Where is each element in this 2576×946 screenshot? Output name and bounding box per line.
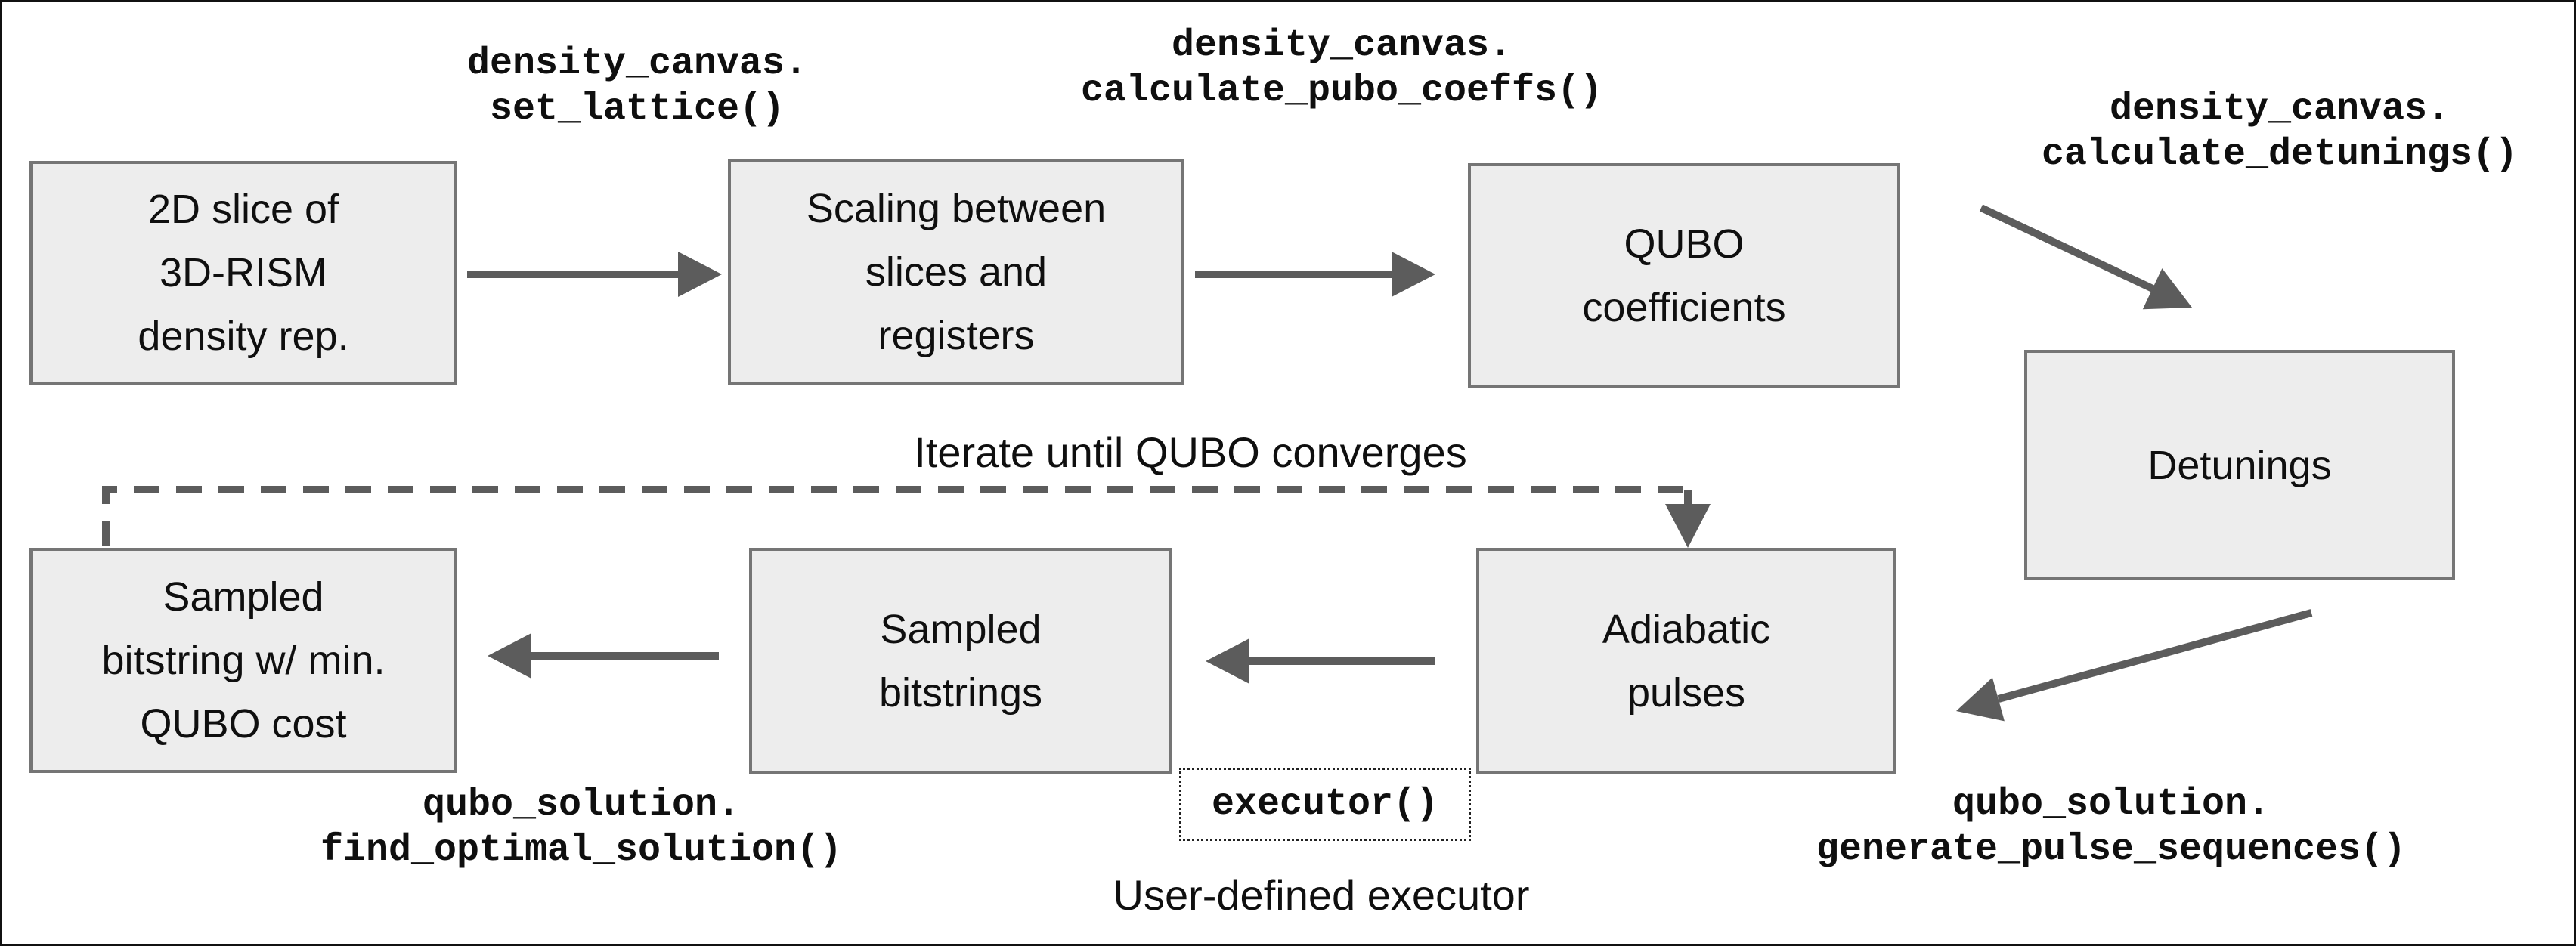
- box-scaling-label: Scaling between slices and registers: [806, 186, 1107, 358]
- box-min-cost-bitstring: Sampled bitstring w/ min. QUBO cost: [29, 548, 457, 773]
- box-adiabatic-pulses-label: Adiabatic pulses: [1602, 607, 1771, 716]
- arrow-scaling-to-qubo: [1195, 252, 1435, 297]
- box-sampled-bitstrings-label: Sampled bitstrings: [878, 607, 1043, 716]
- arrow-pulses-to-bitstrings: [1206, 638, 1435, 684]
- arrow-bitstrings-to-mincost: [488, 633, 719, 679]
- arrow-detunings-to-pulses: [1956, 609, 2313, 722]
- user-defined-executor-annotation: User-defined executor: [1113, 871, 1530, 919]
- code-label-find-optimal-solution: qubo_solution. find_optimal_solution(): [320, 784, 843, 872]
- code-label-generate-pulse-sequences: qubo_solution. generate_pulse_sequences(…: [1816, 783, 2407, 871]
- executor-dotted-box: executor(): [1179, 768, 1471, 841]
- box-sampled-bitstrings: Sampled bitstrings: [749, 548, 1172, 774]
- box-2d-slice: 2D slice of 3D-RISM density rep.: [29, 161, 457, 385]
- box-min-cost-bitstring-label: Sampled bitstring w/ min. QUBO cost: [101, 574, 385, 747]
- arrow-qubo-to-detunings: [1979, 204, 2192, 310]
- box-detunings-label: Detunings: [2147, 442, 2332, 488]
- executor-code-label: executor(): [1211, 783, 1439, 826]
- box-2d-slice-label: 2D slice of 3D-RISM density rep.: [138, 187, 349, 359]
- arrow-slice-to-scaling: [467, 252, 722, 297]
- box-qubo-coefficients-label: QUBO coefficients: [1582, 221, 1786, 330]
- code-label-calculate-detunings: density_canvas. calculate_detunings(): [2041, 88, 2519, 176]
- box-adiabatic-pulses: Adiabatic pulses: [1476, 548, 1896, 774]
- iterate-annotation: Iterate until QUBO converges: [914, 428, 1467, 476]
- code-label-calculate-pubo-coeffs: density_canvas. calculate_pubo_coeffs(): [1080, 24, 1603, 113]
- box-detunings: Detunings: [2024, 350, 2455, 580]
- box-qubo-coefficients: QUBO coefficients: [1468, 163, 1900, 388]
- box-scaling: Scaling between slices and registers: [728, 159, 1184, 385]
- dashed-iterate-loop: [102, 486, 1711, 548]
- code-label-set-lattice: density_canvas. set_lattice(): [466, 42, 808, 131]
